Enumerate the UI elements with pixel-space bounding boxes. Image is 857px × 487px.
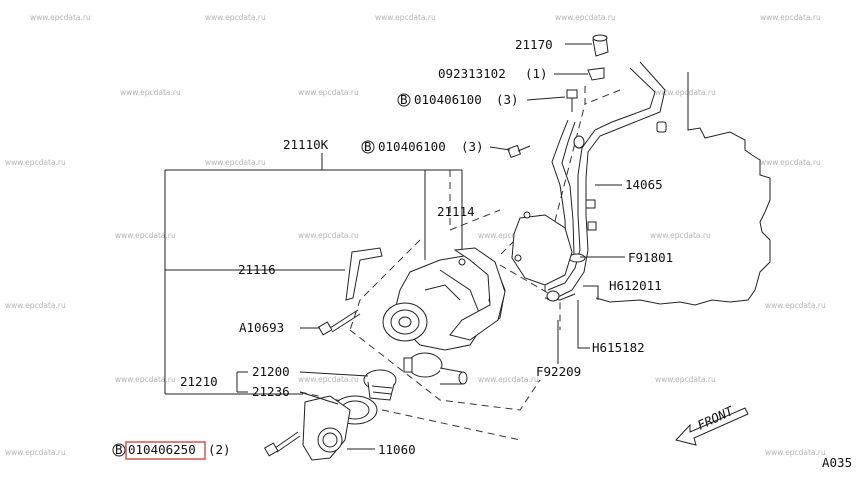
- b-marker-bottom: [112, 443, 126, 457]
- part-labels: 21170 092313102 (1) B 010406100 (3) B 01…: [112, 37, 852, 470]
- b-marker-top: [397, 93, 411, 107]
- watermark: www.epcdata.ru: [205, 158, 266, 167]
- watermark: www.epcdata.ru: [30, 13, 91, 22]
- watermark: www.epcdata.ru: [115, 231, 176, 240]
- label-21116[interactable]: 21116: [238, 262, 276, 277]
- watermark: www.epcdata.ru: [478, 231, 539, 240]
- bolt-bottom: [263, 431, 301, 457]
- pump-cover-plate: [511, 211, 573, 286]
- label-092313102-qty: (1): [525, 66, 548, 81]
- leader-lines: [165, 43, 625, 450]
- bolts-top: [507, 89, 578, 159]
- watermark: www.epcdata.ru: [655, 375, 716, 384]
- watermark: www.epcdata.ru: [120, 88, 181, 97]
- label-010406100-top[interactable]: 010406100: [414, 92, 482, 107]
- b-prefix-bottom: B: [115, 442, 123, 457]
- clip-092313102: [587, 67, 605, 81]
- watermark: www.epcdata.ru: [375, 13, 436, 22]
- watermark: www.epcdata.ru: [478, 375, 539, 384]
- b-marker-mid: [361, 140, 375, 154]
- label-010406250[interactable]: 010406250: [128, 442, 196, 457]
- label-A10693[interactable]: A10693: [239, 320, 284, 335]
- label-010406100-top-qty: (3): [496, 92, 519, 107]
- watermark: www.epcdata.ru: [298, 231, 359, 240]
- watermark: www.epcdata.ru: [655, 88, 716, 97]
- watermark: www.epcdata.ru: [760, 158, 821, 167]
- watermark-layer: www.epcdata.ru www.epcdata.ru www.epcdat…: [5, 13, 826, 457]
- bolt-A10693: [317, 309, 361, 336]
- thermostat-21200: [363, 369, 397, 401]
- engine-block-outline: [595, 72, 771, 306]
- label-21236[interactable]: 21236: [252, 384, 290, 399]
- label-11060[interactable]: 11060: [378, 442, 416, 457]
- watermark: www.epcdata.ru: [205, 13, 266, 22]
- bracket-21110K: [164, 153, 463, 395]
- label-H615182[interactable]: H615182: [592, 340, 645, 355]
- label-010406250-qty: (2): [208, 442, 231, 457]
- label-14065[interactable]: 14065: [625, 177, 663, 192]
- watermark: www.epcdata.ru: [298, 375, 359, 384]
- watermark: www.epcdata.ru: [115, 375, 176, 384]
- watermark: www.epcdata.ru: [5, 158, 66, 167]
- watermark: www.epcdata.ru: [5, 301, 66, 310]
- cover-11060: [302, 395, 351, 461]
- label-21200[interactable]: 21200: [252, 364, 290, 379]
- front-arrow-icon: FRONT: [675, 403, 749, 446]
- label-21114[interactable]: 21114: [437, 204, 475, 219]
- label-21110K[interactable]: 21110K: [283, 137, 329, 152]
- gasket-21114: [449, 247, 506, 341]
- b-prefix-mid: B: [364, 139, 372, 154]
- b-prefix-top: B: [400, 92, 408, 107]
- label-H612011[interactable]: H612011: [609, 278, 662, 293]
- highlight-box: [125, 441, 206, 460]
- watermark: www.epcdata.ru: [765, 301, 826, 310]
- cap-21170: [592, 34, 609, 57]
- label-092313102[interactable]: 092313102: [438, 66, 506, 81]
- watermark: www.epcdata.ru: [555, 13, 616, 22]
- label-F92209[interactable]: F92209: [536, 364, 581, 379]
- watermark: www.epcdata.ru: [650, 231, 711, 240]
- outlet-pipe: [403, 352, 468, 385]
- watermark: www.epcdata.ru: [5, 448, 66, 457]
- label-010406100-mid[interactable]: 010406100: [378, 139, 446, 154]
- label-010406100-mid-qty: (3): [461, 139, 484, 154]
- label-21210[interactable]: 21210: [180, 374, 218, 389]
- label-21170[interactable]: 21170: [515, 37, 553, 52]
- bracket-21116: [345, 247, 383, 301]
- figure-code: A035: [822, 455, 852, 470]
- hose-assembly: [544, 61, 666, 302]
- watermark: www.epcdata.ru: [298, 88, 359, 97]
- watermark: www.epcdata.ru: [765, 448, 826, 457]
- watermark: www.epcdata.ru: [760, 13, 821, 22]
- label-F91801[interactable]: F91801: [628, 250, 673, 265]
